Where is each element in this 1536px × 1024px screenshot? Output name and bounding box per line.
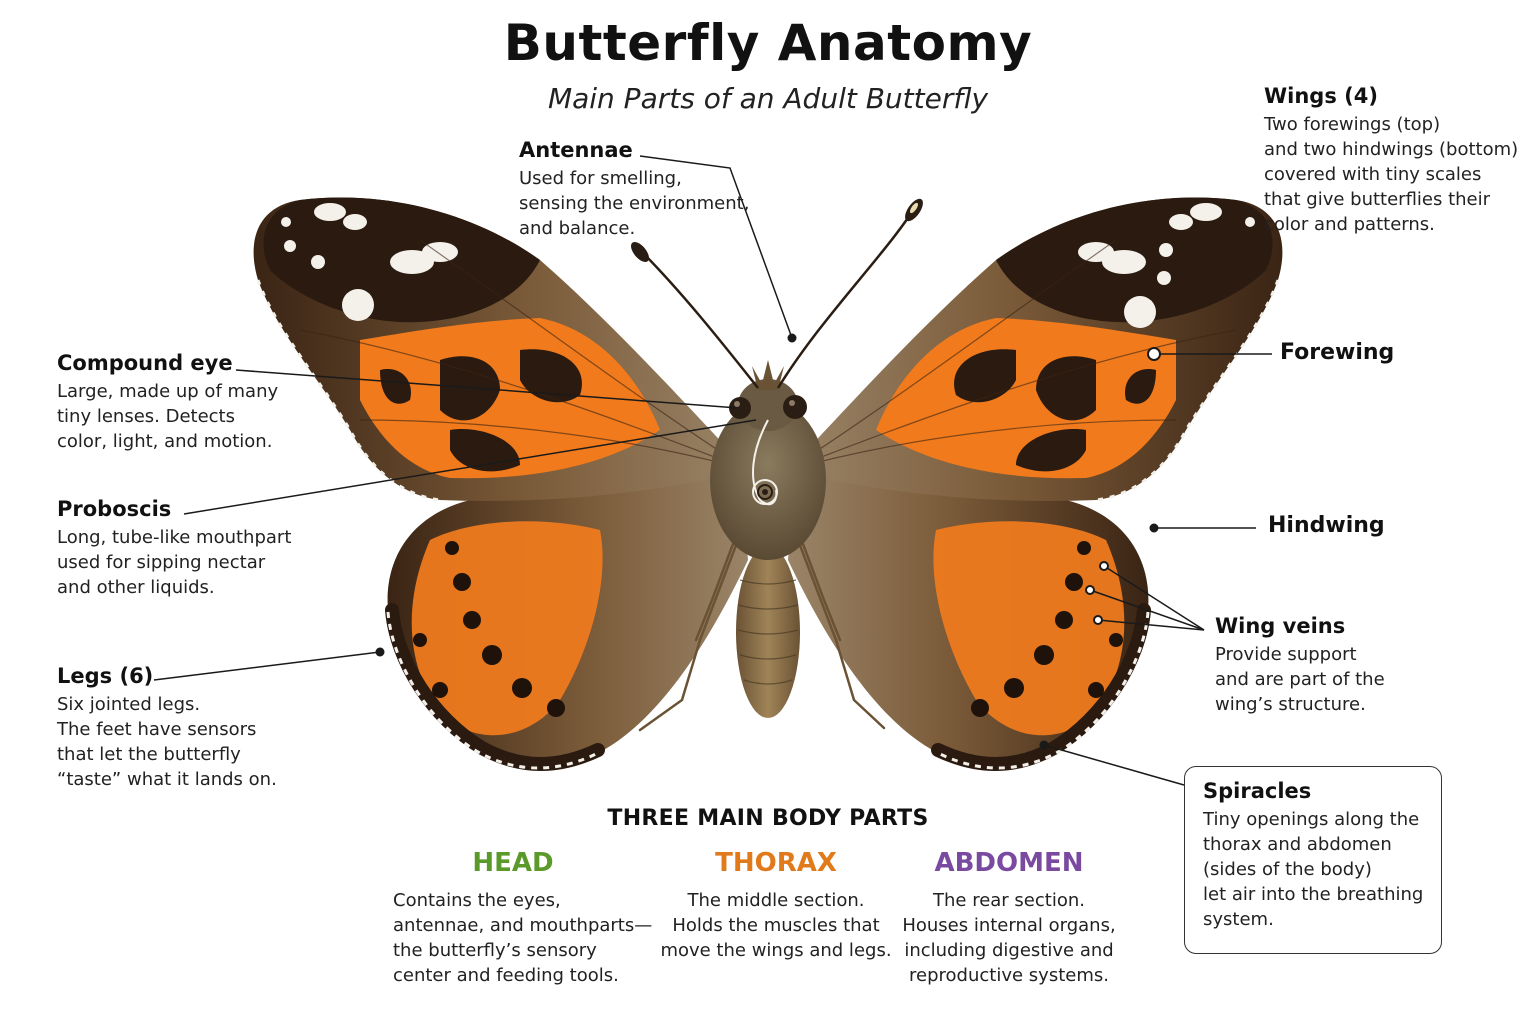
right-antenna: [776, 211, 914, 389]
legs-description: Six jointed legs. The feet have sensors …: [57, 694, 277, 790]
spiracles-heading: Spiracles: [1203, 779, 1312, 803]
head-description: Contains the eyes, antennae, and mouthpa…: [393, 890, 653, 986]
wings-heading: Wings (4): [1264, 84, 1378, 108]
spiracles-description: Tiny openings along the thorax and abdom…: [1203, 809, 1424, 930]
wings-label: Wings (4) Two forewings (top) and two hi…: [1264, 84, 1518, 237]
compound-eye-heading: Compound eye: [57, 351, 233, 375]
leader-lines: [153, 155, 1272, 786]
legs-drawing: [638, 518, 886, 732]
antennae-label: Antennae Used for smelling, sensing the …: [519, 138, 749, 241]
head-section: HEAD Contains the eyes, antennae, and mo…: [393, 848, 655, 988]
proboscis-description: Long, tube-like mouthpart used for sippi…: [57, 527, 292, 598]
abdomen-drawing: [736, 546, 800, 718]
abdomen-section: ABDOMEN The rear section. Houses interna…: [900, 848, 1118, 988]
proboscis-heading: Proboscis: [57, 497, 172, 521]
wing-veins-description: Provide support and are part of the wing…: [1215, 644, 1385, 715]
leader-dots: [375, 333, 1159, 750]
right-compound-eye: [783, 395, 807, 419]
wing-veins-label: Wing veins Provide support and are part …: [1215, 614, 1385, 717]
right-forewing-group: [787, 197, 1283, 502]
proboscis-leader: [183, 419, 757, 515]
right-forewing-veins: [787, 239, 1237, 471]
legs-heading: Legs (6): [57, 664, 154, 688]
wing-veins-leader-2: [1089, 589, 1205, 631]
right-forewing-dark-bars: [954, 349, 1156, 472]
page-subtitle: Main Parts of an Adult Butterfly: [547, 82, 989, 115]
head-heading: HEAD: [472, 848, 554, 878]
abdomen-segments: [737, 579, 799, 685]
left-forewing-white-spots: [281, 203, 458, 321]
antennae-leader: [639, 155, 793, 339]
right-hindwing-spots: [971, 541, 1123, 717]
page-title: Butterfly Anatomy: [503, 14, 1033, 72]
abdomen-heading: ABDOMEN: [934, 848, 1084, 878]
left-forewing-fringe: [256, 279, 441, 502]
wings-description: Two forewings (top) and two hindwings (b…: [1264, 114, 1519, 235]
antennae-heading: Antennae: [519, 138, 633, 162]
body-parts-title: THREE MAIN BODY PARTS: [607, 806, 929, 831]
wing-veins-leader-1: [1103, 565, 1205, 631]
forewing-label: Forewing: [1280, 340, 1395, 365]
thorax-description: The middle section. Holds the muscles th…: [660, 890, 892, 961]
compound-eye-leader: [235, 369, 739, 409]
butterfly-body: [631, 198, 923, 732]
left-forewing-group: [253, 197, 749, 502]
legs-label: Legs (6) Six jointed legs. The feet have…: [57, 664, 277, 792]
leader-rings: [1085, 347, 1161, 625]
thorax-heading: THORAX: [715, 848, 837, 878]
spiracles-leader: [1043, 744, 1185, 786]
wing-veins-heading: Wing veins: [1215, 614, 1346, 638]
right-wings: [788, 470, 1151, 771]
proboscis-label: Proboscis Long, tube-like mouthpart used…: [57, 497, 291, 600]
hindwing-label: Hindwing: [1268, 513, 1385, 538]
left-wings: [385, 470, 748, 771]
antennae-description: Used for smelling, sensing the environme…: [519, 168, 750, 239]
left-antenna: [639, 249, 759, 389]
compound-eye-description: Large, made up of many tiny lenses. Dete…: [57, 381, 279, 452]
abdomen-description: The rear section. Houses internal organs…: [902, 890, 1116, 986]
spiracles-callout-box: Spiracles Tiny openings along the thorax…: [1184, 766, 1442, 954]
left-hindwing-spots: [413, 541, 565, 717]
left-hindwing-margin: [385, 603, 605, 771]
right-forewing-fringe: [1095, 279, 1280, 502]
head-drawing: [738, 379, 798, 431]
thorax-section: THORAX The middle section. Holds the mus…: [660, 848, 892, 963]
wing-veins-leader-3: [1097, 619, 1205, 631]
legs-leader: [153, 651, 381, 681]
compound-eye-label: Compound eye Large, made up of many tiny…: [57, 351, 278, 454]
right-hindwing-fringe: [939, 611, 1150, 770]
left-hindwing-fringe: [386, 611, 597, 770]
